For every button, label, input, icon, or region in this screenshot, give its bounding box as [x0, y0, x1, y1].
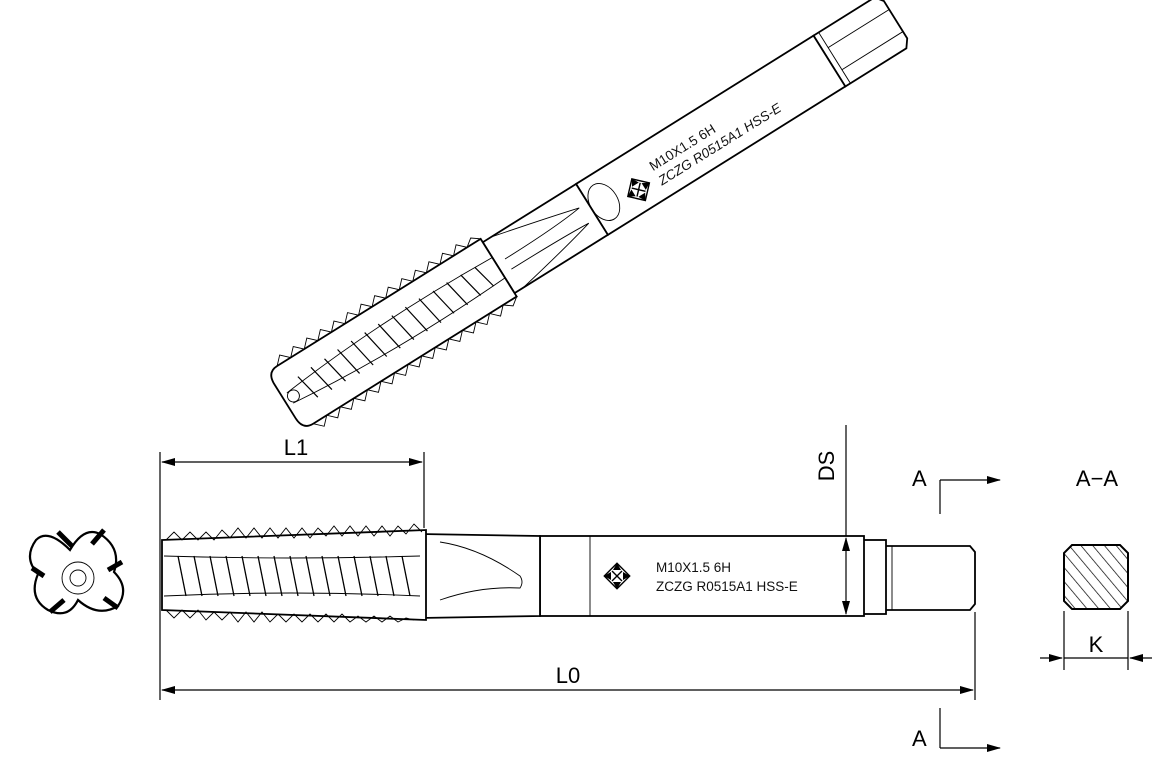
dimension-l1: L1: [159, 435, 425, 700]
iso-view: M10X1.5 6H ZCZG R0515A1 HSS-E: [270, 0, 909, 427]
section-title: A−A: [1076, 466, 1119, 491]
end-view: [28, 528, 125, 615]
section-a-a: A−A K: [1040, 466, 1152, 670]
side-marking-line2: ZCZG R0515A1 HSS-E: [656, 579, 798, 594]
side-marking-line1: M10X1.5 6H: [656, 560, 731, 575]
ds-label: DS: [814, 451, 839, 482]
section-cut-top: A: [912, 466, 1001, 514]
side-view: M10X1.5 6H ZCZG R0515A1 HSS-E: [161, 523, 976, 623]
l1-label: L1: [284, 435, 308, 460]
cut-label-bottom: A: [912, 726, 927, 751]
dimension-ds: DS: [814, 425, 850, 615]
cut-label-top: A: [912, 466, 927, 491]
k-label: K: [1089, 632, 1104, 657]
section-cut-bottom: A: [912, 708, 1001, 752]
l0-label: L0: [556, 663, 580, 688]
dimension-l0: L0: [161, 612, 976, 700]
